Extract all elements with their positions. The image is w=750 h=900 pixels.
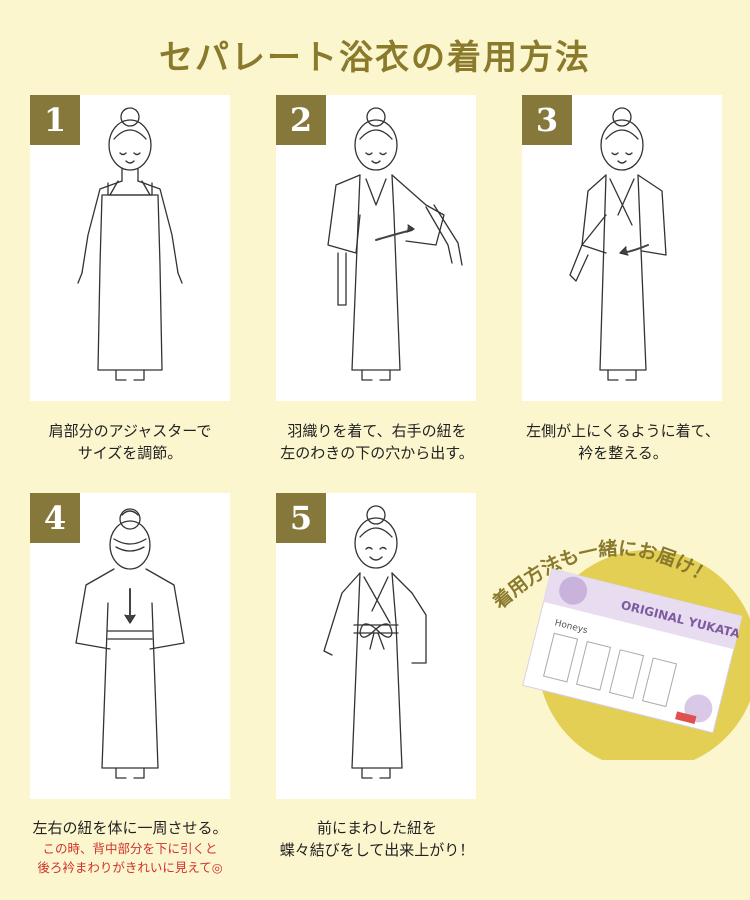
step-4-caption-line1: 左右の紐を体に一周させる。 bbox=[32, 819, 228, 837]
step-2-number: 2 bbox=[276, 95, 326, 145]
step-4-note-line2: 後ろ衿まわりがきれいに見えて◎ bbox=[37, 860, 223, 875]
step-3-caption: 左側が上にくるように着て、 衿を整える。 bbox=[498, 420, 748, 464]
step-4-caption: 左右の紐を体に一周させる。 この時、背中部分を下に引くと 後ろ衿まわりがきれいに… bbox=[5, 817, 255, 877]
step-1-caption-line2: サイズを調節。 bbox=[77, 444, 183, 462]
step-3-card: 3 bbox=[522, 95, 722, 401]
step-1-caption-line1: 肩部分のアジャスターで bbox=[48, 422, 212, 440]
page-title: セパレート浴衣の着用方法 bbox=[159, 38, 591, 78]
step-5-card: 5 bbox=[276, 493, 476, 799]
figure-haori-illustration bbox=[327, 107, 463, 381]
step-1-caption: 肩部分のアジャスターで サイズを調節。 bbox=[5, 420, 255, 464]
step-1-number: 1 bbox=[30, 95, 80, 145]
step-5-caption: 前にまわした紐を 蝶々結びをして出来上がり！ bbox=[252, 817, 502, 861]
step-3-number: 3 bbox=[522, 95, 572, 145]
figure-bow-illustration bbox=[323, 505, 427, 779]
step-4-number: 4 bbox=[30, 493, 80, 543]
step-3-caption-line2: 衿を整える。 bbox=[578, 444, 668, 462]
promo-graphic: 着用方法も一緒にお届け！ ORIGINAL YUKATA Honeys bbox=[488, 537, 750, 770]
step-1-card: 1 bbox=[30, 95, 230, 401]
step-4-card: 4 bbox=[30, 493, 230, 799]
step-2-caption-line1: 羽織りを着て、右手の紐を bbox=[287, 422, 467, 440]
step-2-caption: 羽織りを着て、右手の紐を 左のわきの下の穴から出す。 bbox=[252, 420, 502, 464]
step-3-caption-line1: 左側が上にくるように着て、 bbox=[526, 422, 720, 440]
figure-collar-illustration bbox=[569, 107, 667, 381]
step-4-note-line1: この時、背中部分を下に引くと bbox=[42, 841, 218, 856]
figure-adjuster-illustration bbox=[77, 107, 183, 381]
step-2-card: 2 bbox=[276, 95, 476, 401]
step-5-caption-line2: 蝶々結びをして出来上がり！ bbox=[279, 841, 475, 859]
instruction-card-promo: 着用方法も一緒にお届け！ ORIGINAL YUKATA Honeys bbox=[488, 520, 750, 770]
step-2-caption-line2: 左のわきの下の穴から出す。 bbox=[280, 444, 474, 462]
figure-back-tie-illustration bbox=[75, 508, 185, 779]
step-5-caption-line1: 前にまわした紐を bbox=[316, 819, 437, 837]
step-5-number: 5 bbox=[276, 493, 326, 543]
instruction-card-image: ORIGINAL YUKATA Honeys bbox=[522, 568, 743, 734]
